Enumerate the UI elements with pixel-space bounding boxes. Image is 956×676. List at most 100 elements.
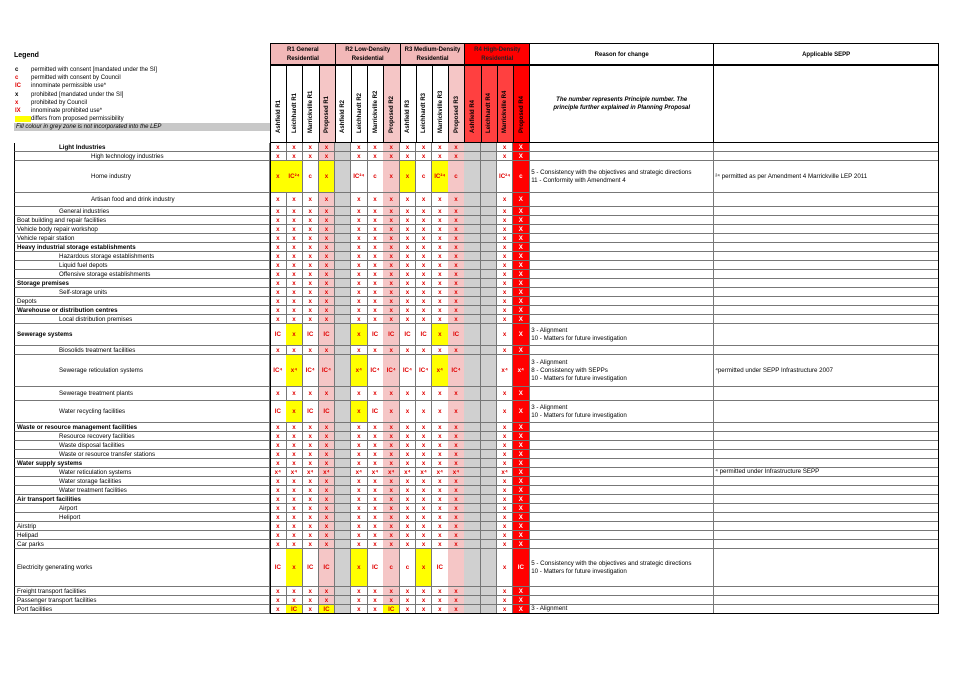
permissibility-cell: x [302,252,320,261]
permissibility-cell [334,477,352,486]
sepp-cell: ⁴ permitted under Infrastructure SEPP [713,468,939,477]
permissibility-cell: x [286,495,303,504]
permissibility-cell: IC [318,324,336,346]
permissibility-cell: x [448,423,465,432]
legend-text: prohibited [mandated under the SI] [31,91,124,98]
permissibility-cell: IC⁴ [318,355,336,387]
permissibility-cell: x [286,193,303,207]
permissibility-cell: x [496,152,514,161]
permissibility-cell: x [496,513,514,522]
permissibility-cell: x [302,450,320,459]
sepp-cell [713,387,939,401]
permissibility-cell: x [448,193,465,207]
permissibility-cell [334,297,352,306]
permissibility-cell: X [513,261,530,270]
permissibility-cell: x [318,459,336,468]
permissibility-cell: x [383,243,401,252]
reason-cell [529,306,714,315]
permissibility-cell: x [286,315,303,324]
permissibility-cell: X [513,495,530,504]
permissibility-cell: x [286,279,303,288]
permissibility-cell: x [367,143,384,152]
permissibility-cell: IC⁴ [270,355,287,387]
zone-column-header: Proposed R4 [513,65,531,143]
permissibility-cell: x [448,152,465,161]
permissibility-cell: IC [302,324,320,346]
sepp-cell [713,207,939,216]
permissibility-cell: x [448,459,465,468]
permissibility-cell [464,297,482,306]
zone-column-label: Ashfield R1 [275,99,282,133]
legend-text: innominate prohibited use* [31,108,103,114]
permissibility-cell: x⁴ [432,355,449,387]
permissibility-cell: x [318,495,336,504]
permissibility-cell: x [318,486,336,495]
zone-column-header: Proposed R1 [318,65,336,143]
permissibility-cell: x [432,315,449,324]
reason-cell [529,513,714,522]
zone-column-header: Marrickville R2 [367,65,385,143]
permissibility-cell [480,513,498,522]
permissibility-cell: x [302,587,320,596]
permissibility-cell: x⁴ [302,468,320,477]
permissibility-cell: x [383,143,401,152]
permissibility-cell: x [496,193,514,207]
permissibility-cell: x [383,216,401,225]
permissibility-cell: x [302,297,320,306]
use-label: Storage premises [14,279,270,288]
permissibility-cell [480,270,498,279]
permissibility-cell: x [448,243,465,252]
permissibility-cell: x [270,540,287,549]
permissibility-cell: x [286,252,303,261]
permissibility-cell: x [399,279,417,288]
zone-column-header: Ashfield R4 [464,65,482,143]
permissibility-cell: x [351,152,368,161]
reason-cell [529,288,714,297]
permissibility-cell: x [318,423,336,432]
permissibility-cell: x [286,152,303,161]
permissibility-cell: x [286,477,303,486]
zone-column-label: Marrickville R4 [502,90,509,133]
reason-cell [529,270,714,279]
permissibility-cell: x [302,143,320,152]
permissibility-cell: x [351,450,368,459]
use-label: Car parks [14,540,270,549]
sepp-cell [713,252,939,261]
permissibility-cell: x [286,401,303,423]
permissibility-cell: IC⁴ [448,355,465,387]
permissibility-cell [464,495,482,504]
permissibility-cell: x [351,243,368,252]
permissibility-cell: x [399,288,417,297]
reason-cell [529,193,714,207]
use-label: Depots [14,297,270,306]
reason-cell [529,387,714,401]
permissibility-cell: x [383,495,401,504]
permissibility-cell: x [496,459,514,468]
permissibility-cell: x [448,540,465,549]
use-label: Water treatment facilities [14,486,270,495]
permissibility-cell: x [286,143,303,152]
permissibility-cell [464,315,482,324]
reason-cell [529,441,714,450]
reason-cell [529,243,714,252]
permissibility-cell: x [351,531,368,540]
permissibility-cell [334,306,352,315]
permissibility-cell: x [302,441,320,450]
permissibility-cell: x [415,401,433,423]
reason-cell: 5 - Consistency with the objectives and … [529,549,714,587]
permissibility-cell: x [399,504,417,513]
permissibility-cell: x [351,193,368,207]
permissibility-cell: x [415,423,433,432]
permissibility-cell: x [302,270,320,279]
permissibility-cell: x [415,346,433,355]
permissibility-cell: x [496,297,514,306]
permissibility-cell: x [351,306,368,315]
permissibility-cell: x [270,450,287,459]
